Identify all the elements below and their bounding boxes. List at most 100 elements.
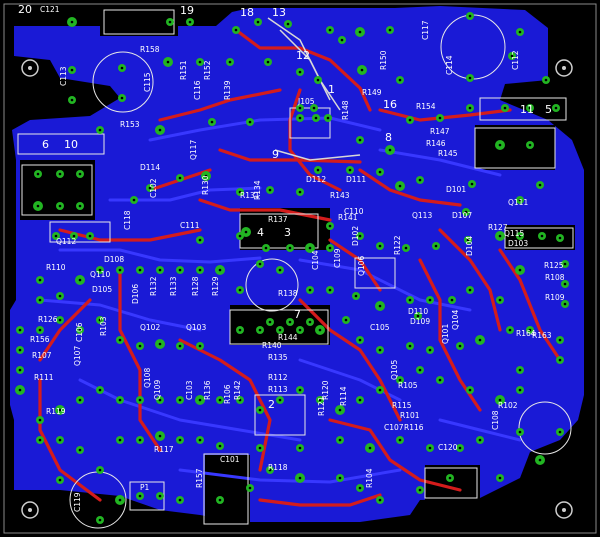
designator-r114: R114 <box>339 386 348 406</box>
component-pads <box>15 12 569 524</box>
pad-hole <box>168 20 172 24</box>
pad-hole <box>468 14 472 18</box>
designator-d109: D109 <box>410 317 430 326</box>
pad-hole <box>218 398 222 402</box>
pad-hole <box>238 190 242 194</box>
designator-r126: R126 <box>38 315 58 324</box>
designator-r127: R127 <box>488 223 508 232</box>
pad-hole <box>418 368 422 372</box>
designator-r158: R158 <box>140 45 160 54</box>
conn-label-3: 3 <box>284 226 291 239</box>
pad-hole <box>314 116 318 120</box>
pad-hole <box>78 172 82 176</box>
pad-hole <box>378 388 382 392</box>
designator-r111: R111 <box>34 373 54 382</box>
pad-hole <box>98 388 102 392</box>
pad-hole <box>78 278 82 282</box>
pad-hole <box>258 446 262 450</box>
pad-hole <box>518 234 522 238</box>
pad-hole <box>268 188 272 192</box>
pad-hole <box>318 328 322 332</box>
pad-hole <box>408 298 412 302</box>
top-traces <box>38 28 562 507</box>
designator-r153: R153 <box>120 120 140 129</box>
pad-hole <box>308 320 312 324</box>
pad-hole <box>58 318 62 322</box>
designator-r164: R164 <box>516 329 536 338</box>
mounting-holes <box>21 59 573 519</box>
designator-q105: Q105 <box>390 360 399 380</box>
conn-label-19: 19 <box>180 4 194 17</box>
pad-hole <box>338 438 342 442</box>
mounting-hole-centers <box>28 66 566 512</box>
pad-hole <box>468 288 472 292</box>
pad-hole <box>98 268 102 272</box>
designator-r143: R143 <box>330 191 350 200</box>
designator-r141: R141 <box>338 213 358 222</box>
pad-hole <box>18 388 22 392</box>
designator-r120: R120 <box>321 380 330 400</box>
pad-hole <box>218 268 222 272</box>
pad-hole <box>98 468 102 472</box>
designator-r115: R115 <box>392 401 412 410</box>
pad-hole <box>468 76 472 80</box>
conn-label-6: 6 <box>42 138 49 151</box>
pad-hole <box>404 246 408 250</box>
pad-hole <box>118 498 122 502</box>
pad-hole <box>378 498 382 502</box>
pad-hole <box>18 328 22 332</box>
designator-r125: R125 <box>544 261 564 270</box>
designator-c102: C102 <box>149 178 158 198</box>
pad-hole <box>298 70 302 74</box>
pad-hole <box>388 28 392 32</box>
designator-c101: C101 <box>220 455 240 464</box>
pad-hole <box>508 328 512 332</box>
designator-r137: R137 <box>268 215 288 224</box>
pad-hole <box>298 446 302 450</box>
designator-r138: R138 <box>278 289 298 298</box>
conn-label-1: 1 <box>328 83 335 96</box>
pad-hole <box>18 368 22 372</box>
pad-hole <box>248 120 252 124</box>
pad-hole <box>388 148 392 152</box>
pad-hole <box>58 172 62 176</box>
designator-q110: Q110 <box>90 270 110 279</box>
pad-hole <box>518 198 522 202</box>
pad-hole <box>518 430 522 434</box>
jumper-wires <box>267 17 361 161</box>
designator-r107: R107 <box>32 351 52 360</box>
pad-hole <box>448 476 452 480</box>
pad-hole <box>188 20 192 24</box>
designator-r145: R145 <box>438 149 458 158</box>
pad-hole <box>398 78 402 82</box>
conn-label-5: 5 <box>545 103 552 116</box>
pad-hole <box>78 398 82 402</box>
pad-hole <box>198 60 202 64</box>
pad-hole <box>558 358 562 362</box>
designator-r101: R101 <box>400 411 420 420</box>
pad-hole <box>118 338 122 342</box>
connector-labels: 20 19 18 13 16 8 9 12 4 3 5 6 10 11 7 1 … <box>18 3 552 411</box>
designator-r163: R163 <box>532 331 552 340</box>
pad-hole <box>340 38 344 42</box>
pad-hole <box>278 398 282 402</box>
pad-hole <box>158 342 162 346</box>
designator-c118: C118 <box>123 210 132 230</box>
designator-r117: R117 <box>154 445 174 454</box>
pad-hole <box>258 262 262 266</box>
designator-r152: R152 <box>203 60 212 80</box>
designator-c107: C107 <box>384 423 404 432</box>
pad-hole <box>316 168 320 172</box>
conn-label-12: 12 <box>296 49 310 62</box>
silk-outlines <box>17 9 574 525</box>
pad-hole <box>198 268 202 272</box>
pad-hole <box>78 328 82 332</box>
pad-hole <box>540 234 544 238</box>
designator-r105: R105 <box>398 381 418 390</box>
designator-r119: R119 <box>46 407 66 416</box>
designator-c115: C115 <box>143 72 152 92</box>
pad-hole <box>308 246 312 250</box>
pad-hole <box>328 288 332 292</box>
pad-hole <box>118 438 122 442</box>
